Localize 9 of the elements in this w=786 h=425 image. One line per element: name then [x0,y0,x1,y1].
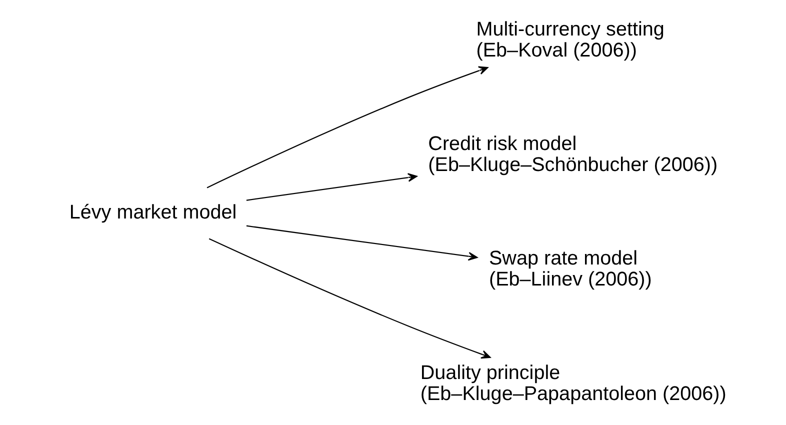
node-text: Duality principle (Eb–Kluge–Papapantoleon (2006)) [420,362,726,406]
node-text: Credit risk model (Eb–Kluge–Schönbucher (2006)) [428,132,718,176]
node-text: Multi-currency setting (Eb–Koval (2006)) [476,18,664,62]
arrow [208,238,490,359]
arrow [246,225,478,261]
arrow [206,66,488,188]
node-text: Swap rate model (Eb–Liinev (2006)) [488,247,652,291]
node-text: Lévy market model [68,201,236,224]
arrow [246,173,417,201]
